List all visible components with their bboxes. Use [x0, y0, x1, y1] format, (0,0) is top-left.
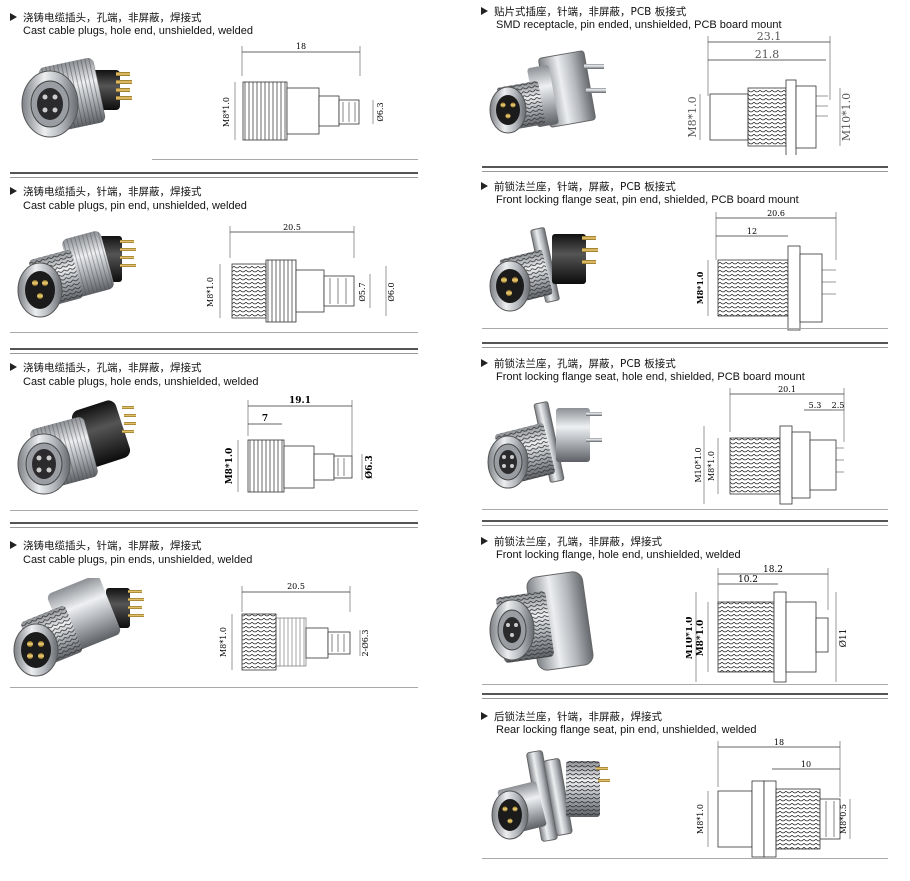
dim-length: 20.5: [283, 223, 301, 232]
product-photo: [17, 400, 136, 495]
product-title-zh: 浇铸电缆插头，孔端，非屏蔽，焊接式: [10, 12, 202, 25]
product-section-3: 浇铸电缆插头，孔端，非屏蔽，焊接式 Cast cable plugs, hole…: [0, 348, 420, 513]
dimension-drawing: 18 10 M8*1.0 M8*0.5: [696, 738, 851, 858]
dim-sub: 10: [801, 760, 811, 769]
product-title-en: Front locking flange, hole end, unshield…: [496, 549, 741, 561]
dim-length: 18.2: [763, 565, 783, 575]
dimension-drawing: 19.1 7 M8*1.0 Ø6.3: [225, 396, 375, 493]
product-title-zh: 贴片式插座，针端，非屏蔽，PCB 板接式: [481, 6, 686, 19]
product-photo: [13, 578, 144, 677]
product-title-en: Cast cable plugs, hole end, unshielded, …: [23, 25, 253, 37]
product-title-en: Front locking flange seat, hole end, shi…: [496, 371, 805, 383]
dim-thread: M8*1.0: [206, 277, 215, 307]
product-title-en: Cast cable plugs, pin ends, unshielded, …: [23, 554, 253, 566]
dimension-drawing: 18 M8*1.0 Ø6.3: [222, 42, 385, 141]
product-title-zh: 浇铸电缆插头，针端，非屏蔽，焊接式: [10, 186, 202, 199]
product-title-zh: 前锁法兰座，针端，屏蔽，PCB 板接式: [481, 181, 676, 194]
dim-length: 19.1: [289, 396, 311, 406]
dimension-drawing: 20.5 M8*1.0 2-Ø6.3: [219, 582, 370, 671]
dimension-drawing: 23.1 21.8 M8*1.0 M10*1.0: [688, 30, 853, 155]
product-section-4: 浇铸电缆插头，针端，非屏蔽，焊接式 Cast cable plugs, pin …: [0, 522, 420, 692]
product-section-8: 前锁法兰座，孔端，非屏蔽，焊接式 Front locking flange, h…: [480, 520, 910, 690]
dimension-drawing: 20.1 5.3 2.5 M8*1.0 M10*1.0: [694, 385, 845, 505]
triangle-bullet-icon: [481, 537, 488, 545]
triangle-bullet-icon: [10, 363, 17, 371]
dim-diameter: Ø6.3: [364, 455, 375, 479]
product-title-zh: 前锁法兰座，孔端，屏蔽，PCB 板接式: [481, 358, 676, 371]
triangle-bullet-icon: [481, 7, 488, 15]
dim-diameter: Ø11: [838, 629, 849, 648]
dim-diameter-1: Ø5.7: [358, 282, 367, 301]
dim-length: 18: [296, 42, 306, 51]
product-section-1: 浇铸电缆插头，孔端，非屏蔽，焊接式 Cast cable plugs, hole…: [0, 0, 420, 170]
dim-sub: 12: [747, 227, 757, 236]
product-title-en: SMD receptacle, pin ended, unshielded, P…: [496, 19, 782, 31]
dim-sub-1: 5.3: [809, 401, 822, 410]
dim-length: 20.5: [287, 582, 305, 591]
dim-thread: M8*1.0: [222, 97, 231, 127]
dim-thread-2: M10*1.0: [686, 617, 695, 660]
dimension-drawing: 18.2 10.2 M8*1.0 M10*1.0 Ø11: [686, 565, 849, 683]
triangle-bullet-icon: [10, 187, 17, 195]
product-title-en: Front locking flange seat, pin end, shie…: [496, 194, 799, 206]
dim-thread-2: M8*0.5: [839, 804, 848, 834]
dim-diameter-2: Ø6.0: [387, 282, 396, 301]
dim-sub: 7: [262, 414, 268, 424]
dim-thread: M8*1.0: [219, 627, 228, 657]
product-title-zh: 浇铸电缆插头，针端，非屏蔽，焊接式: [10, 540, 202, 553]
dim-length: 18: [774, 738, 784, 747]
product-section-2: 浇铸电缆插头，针端，非屏蔽，焊接式 Cast cable plugs, pin …: [0, 172, 420, 337]
dimension-drawing: 20.5 M8*1.0 Ø5.7 Ø6.0: [206, 223, 396, 323]
dim-diameter: Ø6.3: [376, 102, 385, 121]
triangle-bullet-icon: [10, 13, 17, 21]
product-photo: [491, 750, 610, 842]
product-title-zh: 前锁法兰座，孔端，非屏蔽，焊接式: [481, 536, 662, 549]
product-photo: [489, 571, 594, 671]
product-section-5: 贴片式插座，针端，非屏蔽，PCB 板接式 SMD receptacle, pin…: [470, 0, 910, 168]
dim-thread: M8*1.0: [688, 96, 699, 137]
dim-length: 20.6: [767, 209, 785, 218]
dim-length: 23.1: [757, 30, 782, 43]
product-title-en: Rear locking flange seat, pin end, unshi…: [496, 724, 757, 736]
triangle-bullet-icon: [481, 712, 488, 720]
dim-thread: M8*1.0: [225, 448, 235, 485]
dim-thread-2: M10*1.0: [840, 93, 853, 141]
product-section-9: 后锁法兰座，针端，非屏蔽，焊接式 Rear locking flange sea…: [480, 693, 910, 881]
dim-thread: M8*1.0: [707, 451, 716, 481]
triangle-bullet-icon: [481, 359, 488, 367]
product-photo: [489, 50, 606, 134]
dimension-drawing: 20.6 12 M8*1.0: [695, 209, 837, 331]
product-title-zh: 后锁法兰座，针端，非屏蔽，焊接式: [481, 711, 662, 724]
dim-thread-2: M10*1.0: [694, 447, 703, 482]
product-title-en: Cast cable plugs, hole ends, unshielded,…: [23, 376, 259, 388]
dim-diameter: 2-Ø6.3: [361, 629, 370, 656]
product-title-en: Cast cable plugs, pin end, unshielded, w…: [23, 200, 247, 212]
dim-thread: M8*1.0: [696, 804, 705, 834]
triangle-bullet-icon: [10, 541, 17, 549]
dim-sub-2: 2.5: [832, 401, 845, 410]
dim-thread: M8*1.0: [695, 271, 705, 304]
product-title-zh: 浇铸电缆插头，孔端，非屏蔽，焊接式: [10, 362, 202, 375]
product-photo: [21, 58, 132, 138]
product-section-6: 前锁法兰座，针端，屏蔽，PCB 板接式 Front locking flange…: [480, 166, 910, 334]
product-photo: [487, 401, 602, 489]
triangle-bullet-icon: [481, 182, 488, 190]
dim-thread: M8*1.0: [696, 620, 706, 657]
dim-sub: 21.8: [755, 48, 780, 61]
product-photo: [489, 227, 598, 312]
product-photo: [17, 231, 136, 318]
dim-sub: 10.2: [738, 575, 758, 585]
product-section-7: 前锁法兰座，孔端，屏蔽，PCB 板接式 Front locking flange…: [480, 342, 910, 514]
dim-length: 20.1: [778, 385, 796, 394]
